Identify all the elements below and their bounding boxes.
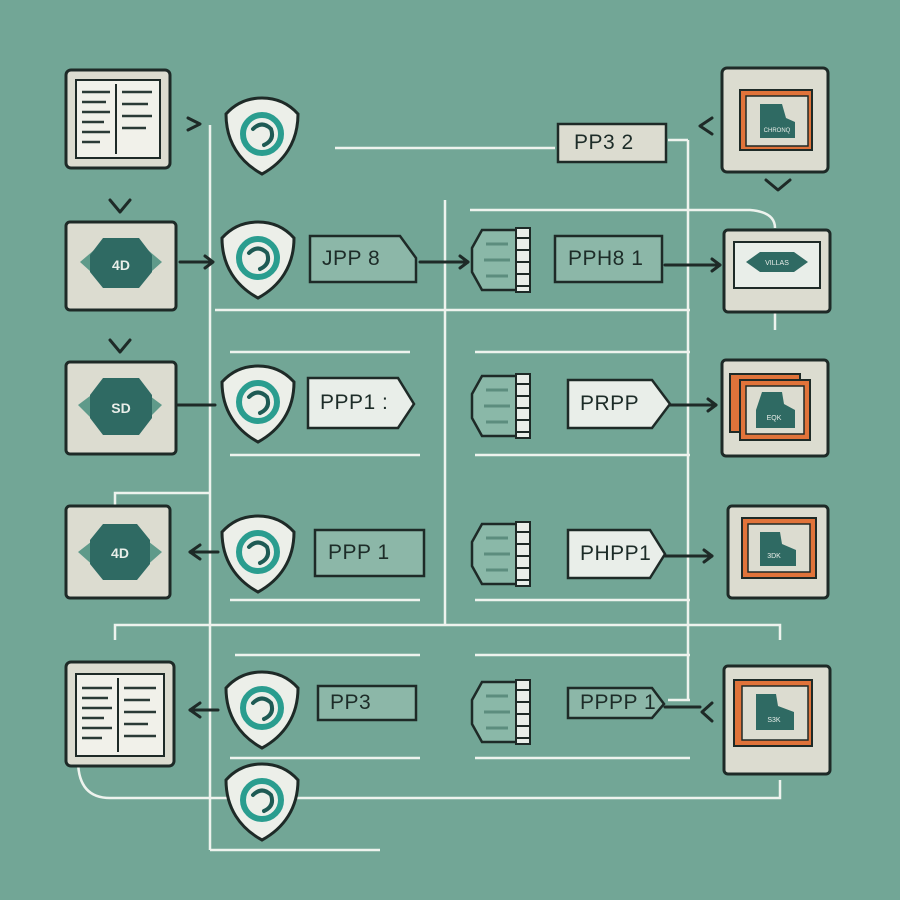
folder-card: S3K — [722, 664, 832, 776]
arrow-right-icon — [702, 548, 714, 564]
document-card — [64, 660, 176, 768]
badge-card: 4D — [64, 220, 178, 312]
shield-icon — [226, 764, 298, 840]
shield-icon — [226, 98, 298, 174]
folder-card: VILLAS — [722, 228, 832, 314]
label-row3-right: PRPP — [580, 392, 640, 415]
shield-icon — [222, 516, 294, 592]
folder-text: VILLAS — [765, 260, 789, 267]
label-row5-right: PPPP 1 — [580, 691, 657, 714]
connector-lines — [76, 125, 782, 852]
arrow-right-icon — [710, 257, 722, 273]
folder-text: S3K — [767, 717, 781, 724]
label-row2-mid: JPP 8 — [322, 247, 381, 270]
badge-text: 4D — [112, 257, 130, 273]
folder-text: CHRONQ — [764, 128, 791, 134]
arrow-heads — [108, 116, 792, 723]
label-row4-right: PHPP1 — [580, 542, 652, 565]
chevron-left-icon — [700, 701, 714, 723]
label-row2-right: PPH8 1 — [568, 247, 644, 270]
shield-column — [222, 98, 298, 840]
arrow-right-icon — [458, 254, 470, 270]
folder-card: EQK — [720, 358, 830, 458]
folder-card: CHRONQ — [720, 66, 830, 174]
arrow-right-icon — [203, 254, 215, 270]
shield-icon — [226, 672, 298, 748]
connector-icon — [470, 372, 532, 440]
connector-icon — [470, 520, 532, 588]
chevron-down-icon — [108, 338, 132, 354]
connector-icon — [470, 678, 532, 746]
badge-text: SD — [111, 400, 130, 416]
connector-column — [470, 226, 532, 746]
label-top-right: PP3 2 — [574, 131, 634, 154]
chevron-left-icon — [698, 116, 714, 136]
label-row3-mid: PPP1 : — [320, 391, 389, 414]
chevron-down-icon — [108, 198, 132, 214]
folder-text: EQK — [767, 415, 782, 422]
badge-card: SD — [64, 360, 178, 456]
folder-text: 3DK — [767, 553, 781, 560]
chevron-right-icon — [186, 116, 202, 132]
document-card — [64, 68, 172, 170]
shield-icon — [222, 222, 294, 298]
shield-icon — [222, 366, 294, 442]
badge-text: 4D — [111, 545, 129, 561]
badge-card: 4D — [64, 504, 172, 600]
label-row5-mid: PP3 — [330, 691, 372, 714]
chevron-down-icon — [764, 178, 792, 192]
left-column: 4D SD 4D — [64, 68, 178, 768]
arrow-right-icon — [706, 397, 718, 413]
folder-card: 3DK — [726, 504, 830, 600]
right-column: CHRONQ VILLAS EQK 3DK S3 — [720, 66, 832, 776]
label-row4-mid: PPP 1 — [328, 541, 390, 564]
connector-icon — [470, 226, 532, 294]
label-tags — [306, 122, 672, 722]
